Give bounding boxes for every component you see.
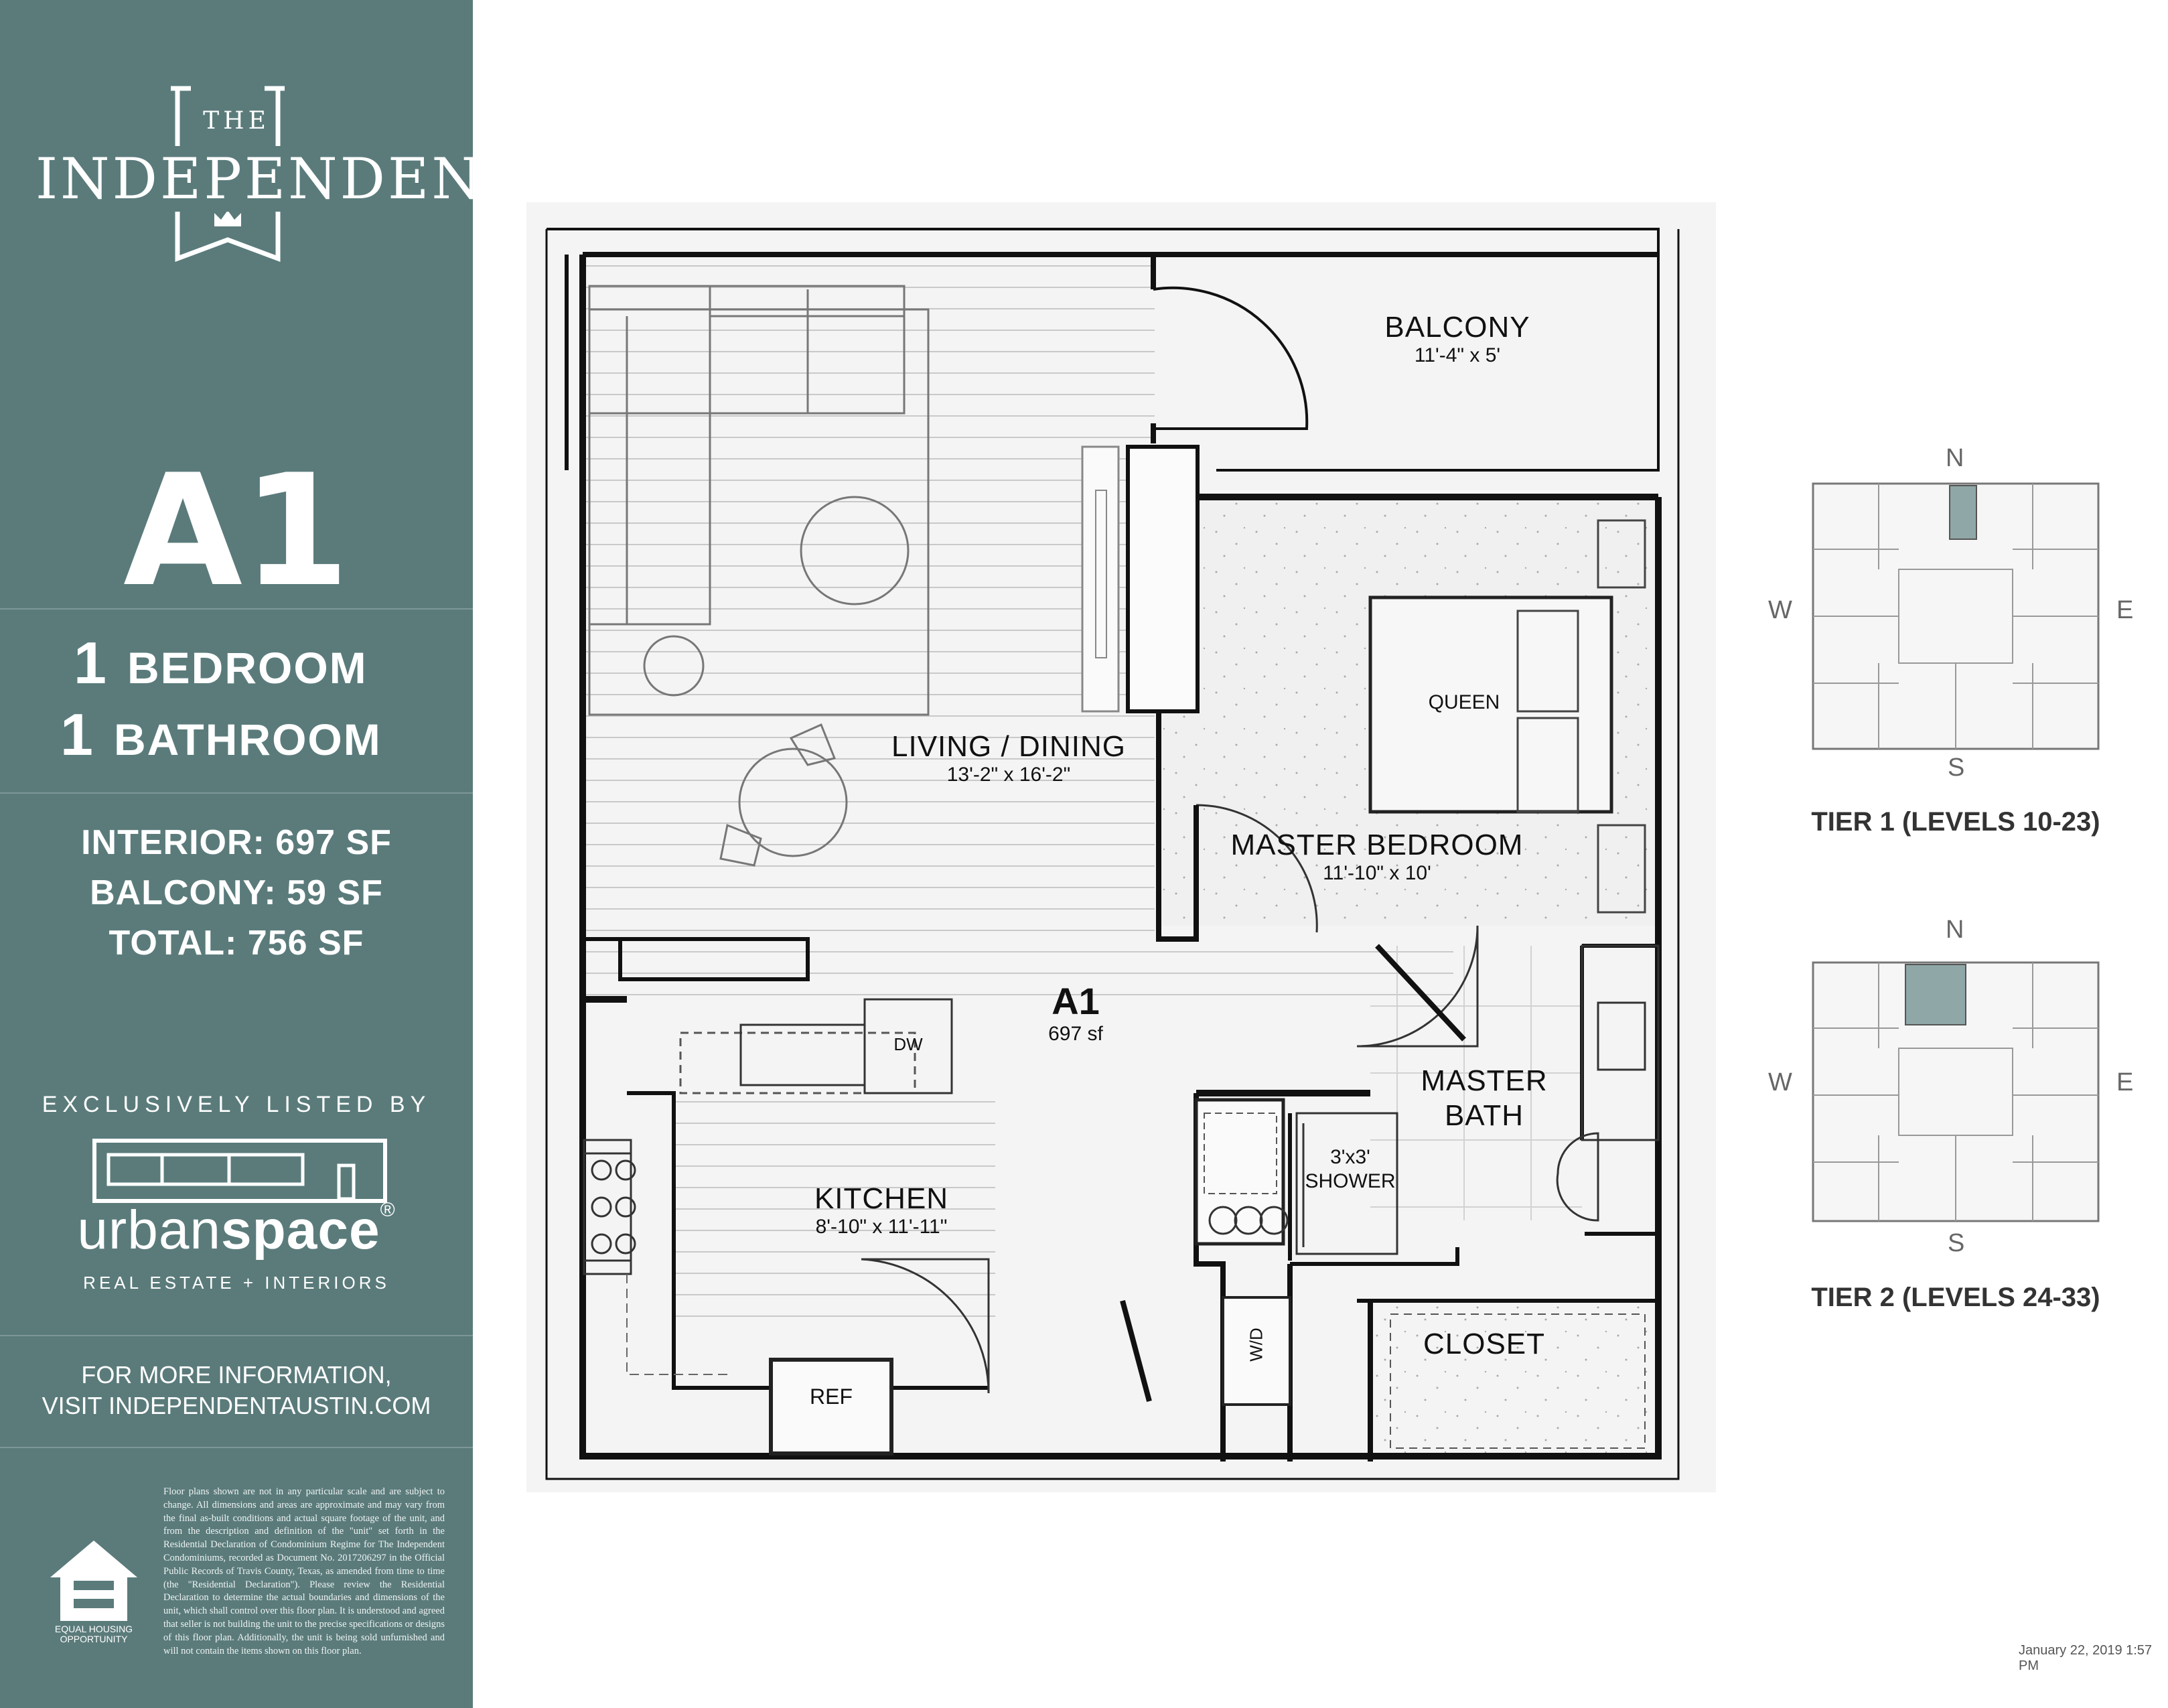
shower-name: SHOWER xyxy=(1305,1170,1396,1192)
equal-housing-icon xyxy=(50,1541,137,1621)
side-table xyxy=(643,635,705,697)
kitchen-name: KITCHEN xyxy=(814,1182,949,1215)
refrigerator xyxy=(769,1358,893,1455)
bedrooms-count: 1 xyxy=(74,630,108,696)
shower-label: 3'x3' SHOWER xyxy=(1290,1145,1411,1194)
sofa xyxy=(588,285,930,716)
registered-mark: ® xyxy=(380,1199,396,1221)
bathrooms-label: BATHROOM xyxy=(114,715,382,764)
bedroom-label: MASTER BEDROOM 11'-10" x 10' xyxy=(1223,829,1531,885)
kitchen-label: KITCHEN 8'-10" x 11'-11" xyxy=(747,1182,1015,1238)
listed-by: EXCLUSIVELY LISTED BY xyxy=(42,1092,431,1117)
vanity xyxy=(1581,944,1660,1141)
coffee-table xyxy=(800,496,910,606)
wd-label: W/D xyxy=(1246,1328,1267,1362)
compass-north: N xyxy=(1946,444,1964,472)
queen-label: QUEEN xyxy=(1428,691,1500,713)
divider xyxy=(0,1335,473,1336)
equal-housing-label: EQUAL HOUSING OPPORTUNITY xyxy=(54,1624,133,1644)
balcony-dim: 11'-4" x 5' xyxy=(1414,344,1501,366)
bedrooms-label: BEDROOM xyxy=(127,643,368,693)
living-name: LIVING / DINING xyxy=(891,730,1126,763)
kitchen-floor xyxy=(674,1093,995,1334)
tier-1-title: TIER 1 (LEVELS 10-23) xyxy=(1811,807,2100,837)
queen-bed xyxy=(1368,595,1613,814)
hall-floor xyxy=(583,939,1453,999)
cooktop xyxy=(583,1152,636,1262)
unit-label: A1 697 sf xyxy=(995,979,1156,1046)
compass-south: S xyxy=(1948,1229,1965,1257)
tier-2-floorplate xyxy=(1812,961,2100,1222)
balcony-label: BALCONY 11'-4" x 5' xyxy=(1344,311,1571,367)
tier-2-title: TIER 2 (LEVELS 24-33) xyxy=(1811,1283,2100,1312)
toilet xyxy=(1556,1132,1599,1222)
bath-name-1: MASTER xyxy=(1421,1064,1548,1097)
divider xyxy=(0,1447,473,1448)
stone-column xyxy=(1126,445,1200,713)
bedroom-name: MASTER BEDROOM xyxy=(1230,829,1524,861)
compass-north: N xyxy=(1946,916,1964,944)
tier-1-keyplan: N W E S TIER 1 (LEVELS 10-23) xyxy=(1768,439,2133,854)
total-area: TOTAL: 756 SF xyxy=(109,924,364,963)
bath-name-2: BATH xyxy=(1444,1099,1524,1132)
compass-south: S xyxy=(1948,754,1965,782)
bedroom-dim: 11'-10" x 10' xyxy=(1323,862,1431,884)
broker-name: urbanspace® xyxy=(0,1199,473,1262)
living-floor xyxy=(583,256,1155,987)
unit-code: A1 xyxy=(123,442,350,621)
balcony-area: BALCONY: 59 SF xyxy=(90,873,383,912)
kitchen-dim: 8'-10" x 11'-11" xyxy=(815,1216,948,1238)
living-dim: 13'-2" x 16'-2" xyxy=(946,764,1071,786)
ref-label: REF xyxy=(810,1384,853,1409)
more-info-website: VISIT INDEPENDENTAUSTIN.COM xyxy=(42,1392,431,1419)
interior-area: INTERIOR: 697 SF xyxy=(81,823,392,862)
disclaimer: Floor plans shown are not in any particu… xyxy=(163,1486,445,1656)
divider xyxy=(0,608,473,610)
shower xyxy=(1295,1112,1398,1255)
broker-name-bold: space xyxy=(221,1200,380,1261)
brand-name: INDEPENDENT xyxy=(35,146,524,212)
compass-east: E xyxy=(2116,1068,2134,1096)
urbanspace-logo-mark xyxy=(92,1139,387,1203)
timestamp: January 22, 2019 1:57 PM xyxy=(2019,1643,2153,1673)
bathrooms-count: 1 xyxy=(60,701,94,768)
compass-west: W xyxy=(1768,1068,1792,1096)
living-label: LIVING / DINING 13'-2" x 16'-2" xyxy=(875,730,1143,786)
compass-west: W xyxy=(1768,596,1792,624)
compass-east: E xyxy=(2116,596,2134,624)
broker-name-light: urban xyxy=(77,1200,222,1261)
shower-size: 3'x3' xyxy=(1330,1146,1370,1168)
unit-name: A1 xyxy=(1052,980,1100,1022)
floor-plan: BALCONY 11'-4" x 5' LIVING / DINING 13'-… xyxy=(526,202,1716,1492)
bath-label: MASTER BATH xyxy=(1417,1064,1551,1133)
unit-area: 697 sf xyxy=(1048,1023,1103,1045)
broker-tagline: REAL ESTATE + INTERIORS xyxy=(83,1273,390,1293)
balcony-name: BALCONY xyxy=(1384,311,1530,344)
tier-1-floorplate xyxy=(1812,482,2100,750)
divider xyxy=(0,792,473,794)
kitchen-island xyxy=(679,998,953,1094)
dishwasher-label: DW xyxy=(893,1034,923,1054)
more-info: FOR MORE INFORMATION, VISIT INDEPENDENTA… xyxy=(0,1360,473,1421)
closet-label: CLOSET xyxy=(1423,1328,1546,1360)
floor-plan-drawing xyxy=(545,228,1680,1480)
tier-2-keyplan: N W E S TIER 2 (LEVELS 24-33) xyxy=(1768,914,2133,1330)
more-info-line-1: FOR MORE INFORMATION, xyxy=(81,1361,392,1389)
closet-floor xyxy=(1374,1301,1656,1455)
dining-table xyxy=(738,748,848,857)
washer-dryer xyxy=(1222,1296,1291,1406)
bath-floor xyxy=(1370,946,1582,1220)
brand-the: THE xyxy=(203,107,270,135)
